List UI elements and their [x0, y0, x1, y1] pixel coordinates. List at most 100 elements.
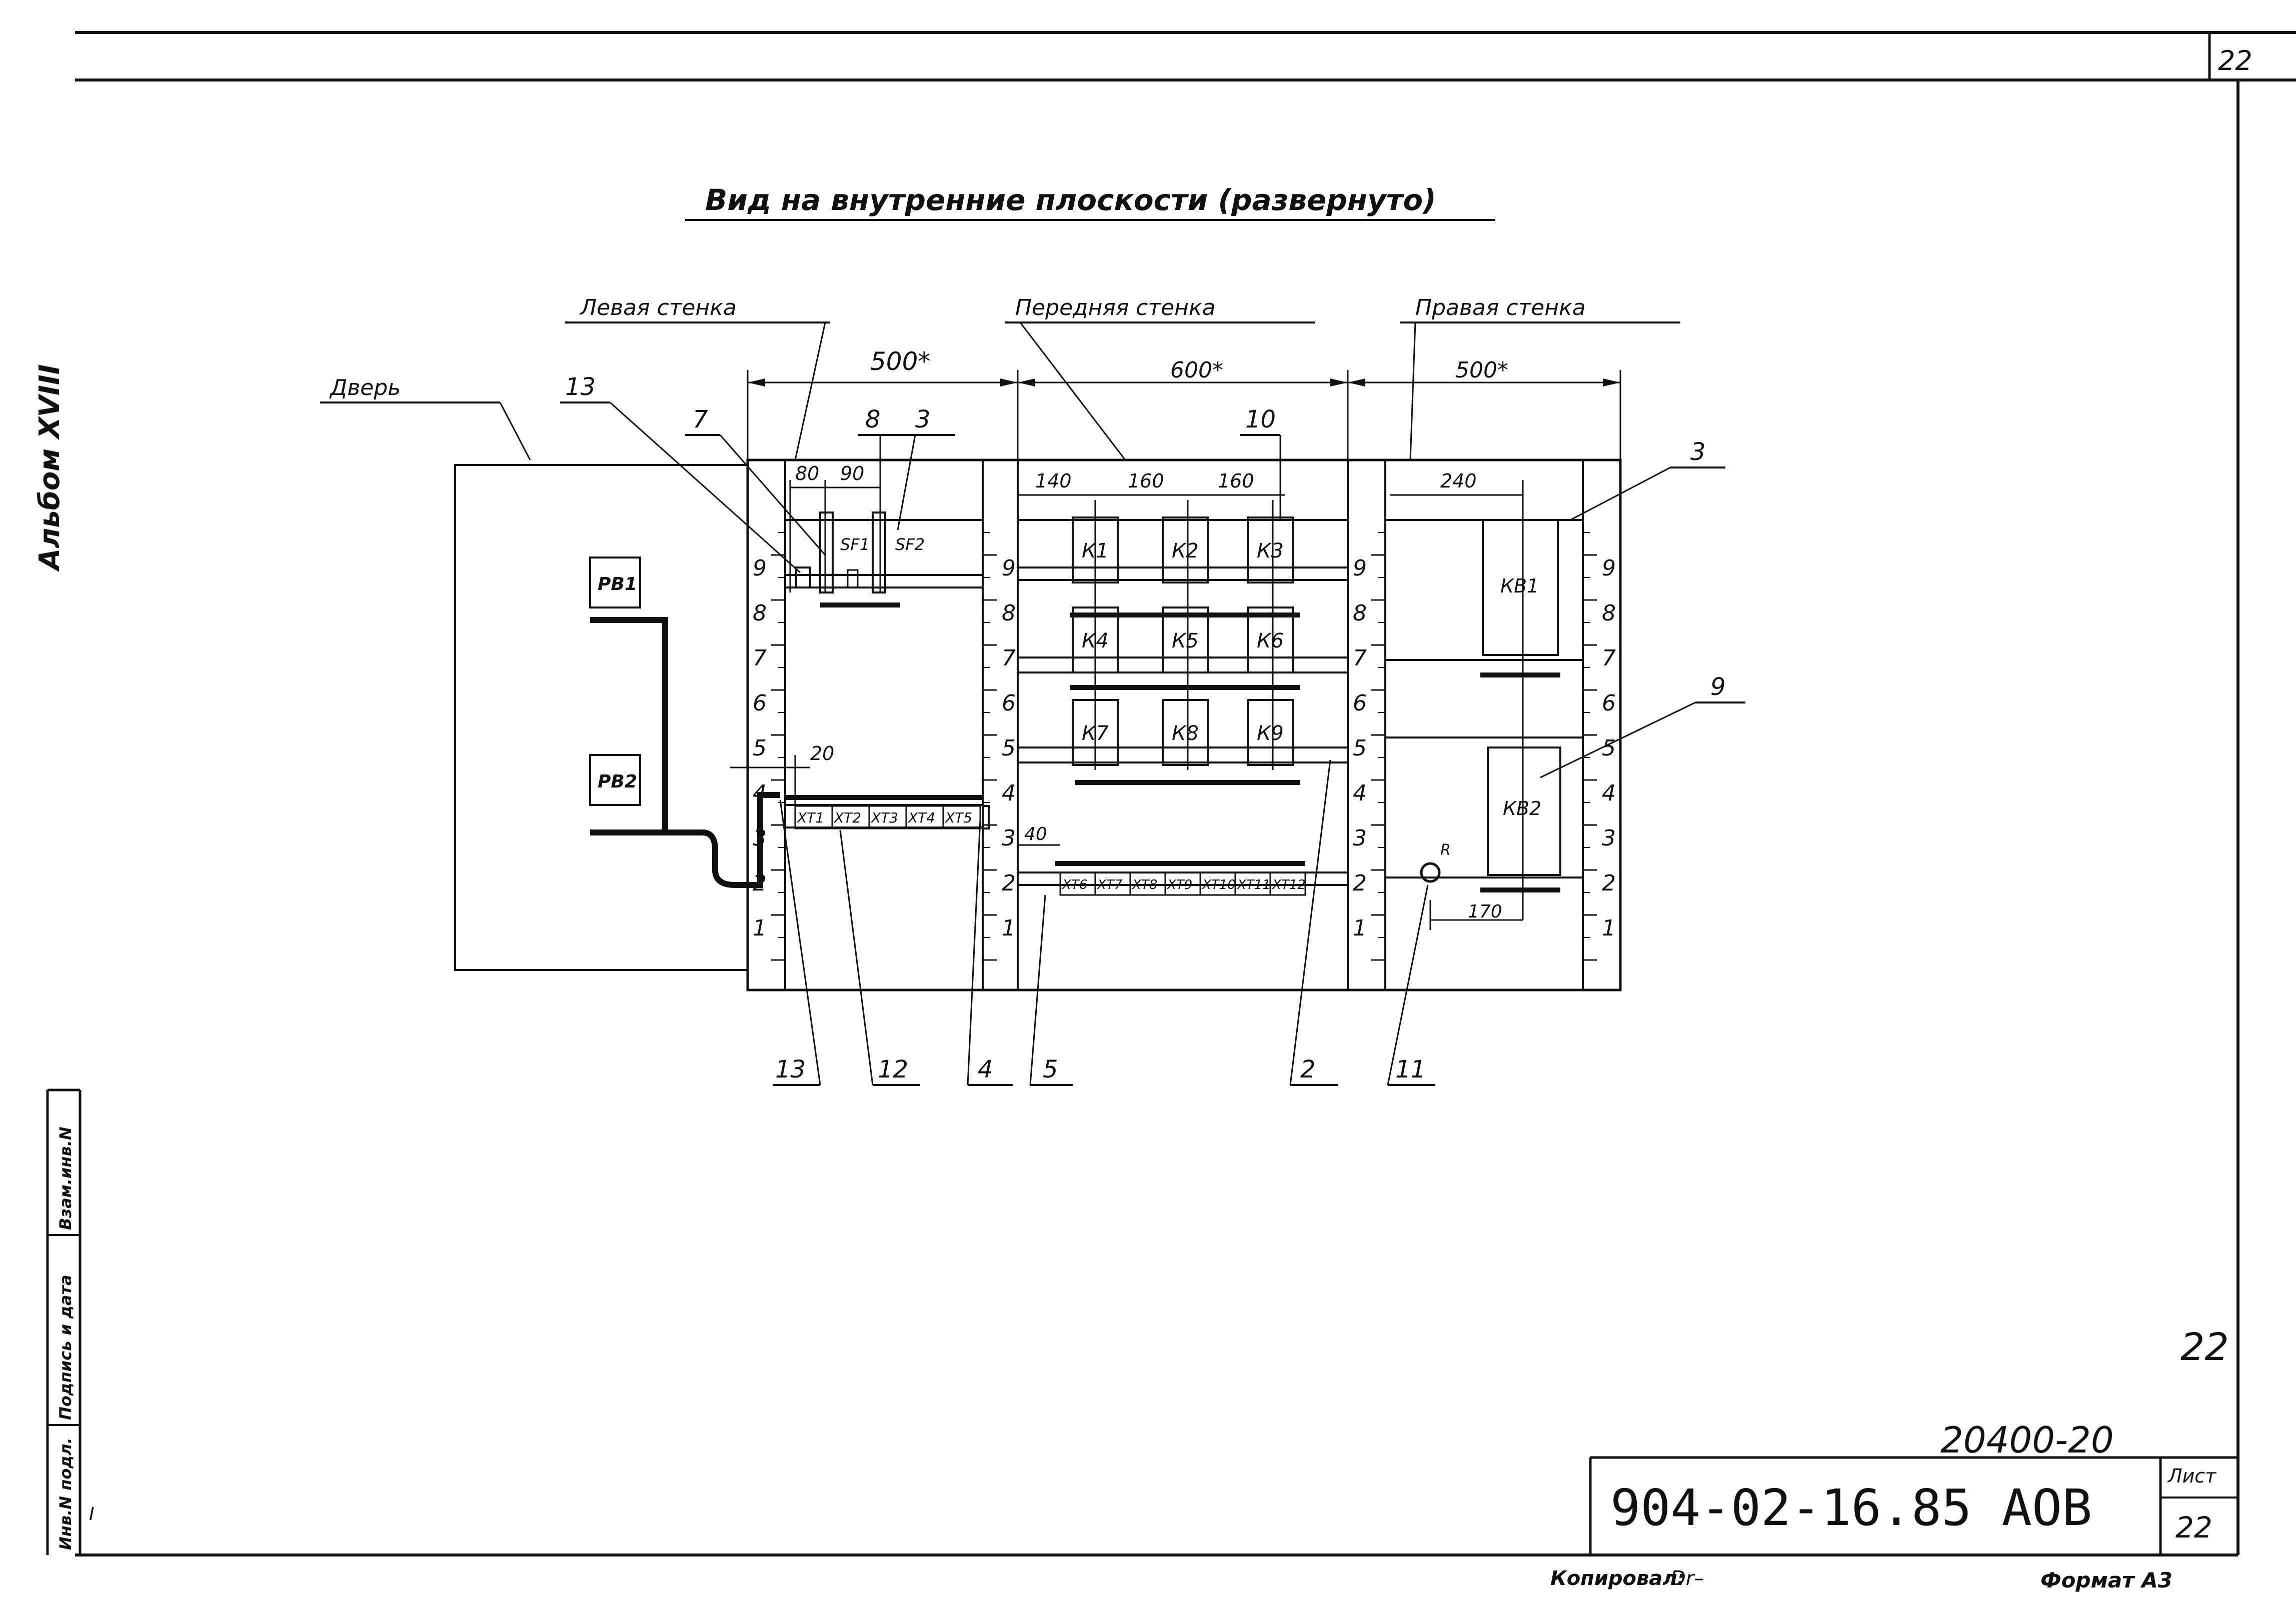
contactor-7: [1072, 699, 1119, 766]
front-wall-header: Передняя стенка: [1015, 295, 1215, 320]
door-header: Дверь: [329, 375, 401, 400]
terminal-xt4-label: ХТ4: [907, 810, 935, 826]
terminal-xt8-label: ХТ8: [1131, 878, 1157, 892]
scale-mark-2-5: 5: [1002, 736, 1016, 761]
breaker-sf1: [819, 512, 834, 594]
callout-3-left: 3: [915, 406, 931, 434]
contactor-5-label: К5: [1172, 630, 1199, 652]
item-kv2: [1487, 746, 1561, 876]
dim-240: 240: [1440, 470, 1477, 492]
scale-mark-3-7: 7: [1353, 646, 1367, 671]
page-mark: 22: [2180, 1324, 2229, 1369]
scale-mark-3-8: 8: [1353, 600, 1367, 626]
scale-mark-4-9: 9: [1602, 556, 1616, 581]
format-label: Формат А3: [2040, 1568, 2172, 1592]
breaker-sf1-label: SF1: [840, 535, 870, 554]
scale-mark-4-2: 2: [1602, 870, 1616, 896]
right-wall-interior: [1385, 480, 1583, 930]
dim-left-width: 500*: [870, 347, 930, 376]
terminal-xt10-label: ХТ10: [1201, 878, 1236, 892]
item-kv1: [1482, 519, 1559, 656]
callout-13-bottom: 13: [775, 1056, 806, 1084]
contactor-6-label: К6: [1257, 630, 1284, 652]
doc-code-hand: 20400-20: [1940, 1419, 2114, 1461]
terminal-xt12-label: ХТ12: [1271, 878, 1306, 892]
dim-front-width: 600*: [1170, 358, 1223, 383]
scale-mark-1-1: 1: [753, 916, 767, 941]
scale-strips: [747, 459, 1621, 991]
terminal-xt3-label: ХТ3: [870, 810, 898, 826]
left-wall-header: Левая стенка: [579, 295, 737, 320]
contactor-4-label: К4: [1082, 630, 1109, 652]
scale-mark-3-4: 4: [1353, 780, 1367, 806]
sheet-number: 22: [2175, 1510, 2212, 1544]
door-cable: [590, 617, 780, 888]
scale-mark-3-6: 6: [1353, 690, 1367, 716]
margin-inv-label: Инв.N подл.: [56, 1438, 75, 1550]
scale-mark-4-5: 5: [1602, 736, 1616, 761]
terminal-xt12: [1269, 872, 1306, 896]
contactor-6: [1247, 606, 1294, 674]
scale-mark-4-1: 1: [1602, 916, 1616, 941]
margin-replace-label: Взам.инв.N: [56, 1126, 75, 1230]
callout-2: 2: [1300, 1056, 1316, 1084]
scale-mark-3-2: 2: [1353, 870, 1367, 896]
drawing-title: Вид на внутренние плоскости (развернуто): [705, 183, 1436, 217]
scale-mark-3-9: 9: [1353, 556, 1367, 581]
terminal-xt2-label: ХТ2: [833, 810, 861, 826]
dim-right-width: 500*: [1455, 358, 1508, 383]
scale-mark-4-8: 8: [1602, 600, 1616, 626]
scale-mark-1-8: 8: [753, 600, 767, 626]
scale-mark-1-5: 5: [753, 736, 767, 761]
contactor-5: [1162, 606, 1209, 674]
margin-mark: I: [89, 1504, 95, 1524]
copied-signature: Dr–: [1670, 1567, 1704, 1590]
terminal-xt9-label: ХТ9: [1166, 878, 1192, 892]
right-wall-header: Правая стенка: [1415, 295, 1586, 320]
terminal-xt1-label: ХТ1: [796, 810, 824, 826]
breaker-sf2: [872, 512, 886, 594]
copied-by-label: Копировал:: [1550, 1567, 1685, 1590]
breaker-sf2-label: SF2: [895, 535, 925, 554]
door-item-rv2: [589, 754, 641, 806]
scale-mark-1-4: 4: [753, 780, 767, 806]
dim-20: 20: [810, 742, 834, 764]
dim-140: 140: [1035, 470, 1072, 492]
overall-dimensions: [747, 370, 1621, 460]
device-13: [795, 566, 811, 588]
scale-mark-2-7: 7: [1002, 646, 1016, 671]
item-kv1-label: КВ1: [1500, 575, 1539, 597]
scale-mark-2-2: 2: [1002, 870, 1016, 896]
scale-mark-1-6: 6: [753, 690, 767, 716]
terminal-xt11-label: ХТ11: [1236, 878, 1271, 892]
callout-8: 8: [865, 406, 881, 434]
scale-mark-2-3: 3: [1002, 826, 1016, 851]
sheet-label: Лист: [2167, 1465, 2217, 1487]
scale-mark-1-2: 2: [753, 870, 767, 896]
dim-170: 170: [1468, 902, 1502, 922]
left-wall-interior: [730, 480, 990, 830]
callout-4: 4: [978, 1056, 993, 1084]
contactor-9-label: К9: [1257, 722, 1284, 745]
callout-7: 7: [693, 406, 708, 434]
grommet-11: [1420, 862, 1441, 883]
dim-40: 40: [1024, 824, 1047, 844]
scale-mark-2-9: 9: [1002, 556, 1016, 581]
scale-mark-4-6: 6: [1602, 690, 1616, 716]
contactor-2: [1162, 516, 1209, 584]
callout-9: 9: [1710, 673, 1726, 701]
callout-5: 5: [1043, 1056, 1058, 1084]
scale-mark-3-5: 5: [1353, 736, 1367, 761]
callouts-top-leaders: [560, 402, 1745, 778]
scale-mark-4-7: 7: [1602, 646, 1616, 671]
contactor-3-label: К3: [1257, 540, 1284, 562]
scale-mark-4-4: 4: [1602, 780, 1616, 806]
scale-ticks: [771, 532, 1597, 961]
contactor-8: [1162, 699, 1209, 766]
scale-mark-2-6: 6: [1002, 690, 1016, 716]
margin-sign-label: Подпись и дата: [56, 1274, 75, 1420]
